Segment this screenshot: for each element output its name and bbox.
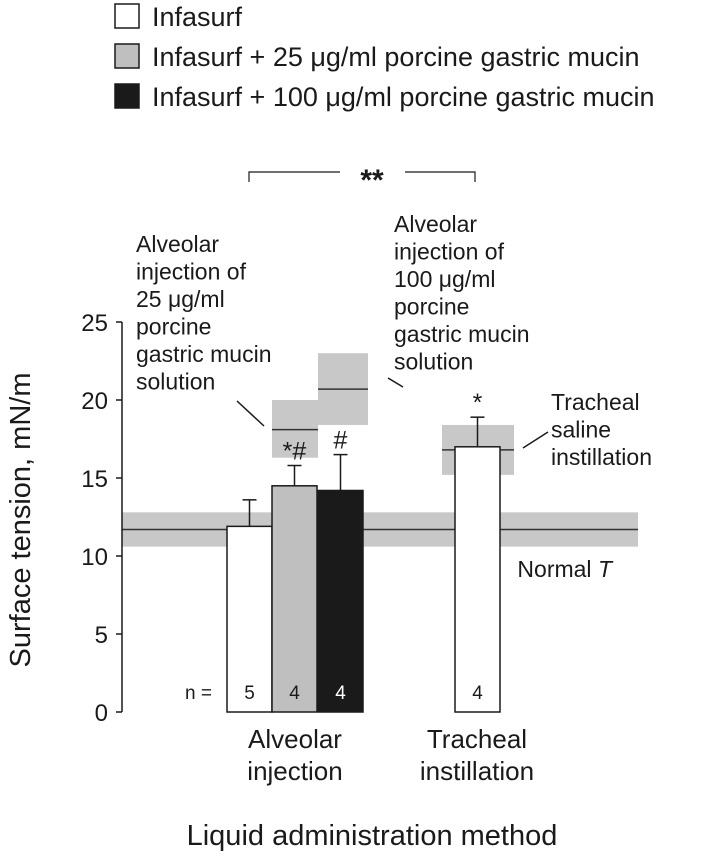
significance-marker: # [334,427,348,455]
leader-line [522,431,549,449]
significance-marker: *# [283,438,307,466]
band-label-25: gastric mucin [136,341,271,367]
band-label-100: Alveolar [394,211,477,237]
y-tick-label: 0 [95,700,108,727]
band-label-25: injection of [136,259,247,285]
band-label-tracheal: saline [551,417,611,443]
y-axis-title: Surface tension, mN/m [5,373,37,668]
band-label-normal: Normal T [517,556,614,582]
x-category-label: Tracheal [427,724,527,754]
significance-marker: * [473,389,483,417]
bar [317,489,364,713]
leader-line [236,400,265,427]
band-label-tracheal: Tracheal [551,389,640,415]
y-tick-label: 10 [81,544,108,571]
band-label-100: 100 μg/ml [394,266,495,292]
x-category-label: Alveolar [248,724,342,754]
x-axis-title: Liquid administration method [187,820,558,852]
reference-band [272,400,318,458]
bar [226,525,273,713]
band-label-100: injection of [394,239,505,265]
y-tick-label: 20 [81,388,108,415]
y-tick-label: 25 [81,310,108,337]
band-label-100: gastric mucin [394,321,529,347]
y-tick-label: 5 [95,622,108,649]
legend-label: Infasurf + 25 μg/ml porcine gastric muci… [152,42,640,72]
bar [454,446,501,713]
legend-swatch [114,3,140,29]
n-label: 4 [472,683,483,704]
band-label-25: solution [136,369,215,395]
x-category-label: injection [247,756,342,786]
legend-label: Infasurf [152,2,243,32]
band-label-25: Alveolar [136,231,219,257]
bar [271,485,318,713]
band-label-100: porcine [394,294,469,320]
legend-swatch [114,83,140,109]
legend-label: Infasurf + 100 μg/ml porcine gastric muc… [152,82,655,112]
significance-label: ** [360,164,384,197]
n-label: 4 [335,683,346,704]
band-label-100: solution [394,349,473,375]
bars: 5 4 * 4 *# 4 # n = [185,389,501,713]
n-label: 4 [289,683,300,704]
y-tick-label: 15 [81,466,108,493]
band-label-25: porcine [136,314,211,340]
significance-bracket [248,171,476,182]
n-prefix: n = [185,683,212,704]
legend-swatch [114,43,140,69]
band-label-tracheal: instillation [551,444,652,470]
band-label-25: 25 μg/ml [136,286,225,312]
leader-line [387,377,404,388]
n-label: 5 [244,683,255,704]
x-category-label: instillation [420,756,534,786]
